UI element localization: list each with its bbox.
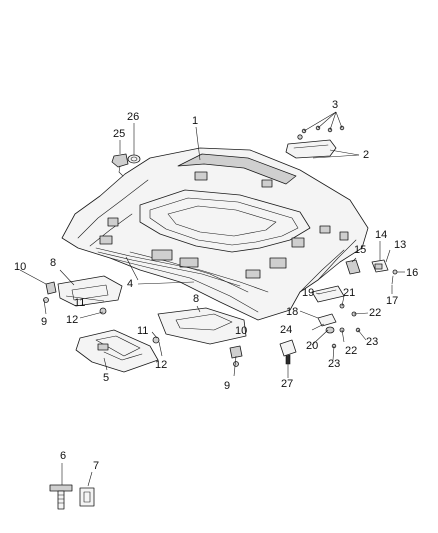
callout-10-left: 10 xyxy=(14,261,26,273)
sun-visor-left xyxy=(43,275,123,307)
clip-16 xyxy=(391,269,398,285)
screw-22 xyxy=(339,311,357,333)
callout-21: 21 xyxy=(343,287,355,299)
callout-19: 19 xyxy=(302,287,314,299)
callout-20: 20 xyxy=(306,340,318,352)
callout-7: 7 xyxy=(93,460,99,472)
rear-trim-bracket xyxy=(285,125,345,159)
callout-24: 24 xyxy=(280,324,292,336)
lamp-assembly xyxy=(311,285,345,303)
callout-11-right: 11 xyxy=(137,325,148,337)
callout-9-left: 9 xyxy=(41,316,47,328)
callout-13: 13 xyxy=(394,239,406,251)
callout-15: 15 xyxy=(354,244,366,256)
callout-10-right: 10 xyxy=(235,325,247,337)
callout-6: 6 xyxy=(60,450,66,462)
callout-14: 14 xyxy=(375,229,387,241)
callout-12-right: 12 xyxy=(155,359,167,371)
callout-labels: 1 2 3 4 5 6 7 8 8 9 9 10 10 11 11 12 12 … xyxy=(14,99,418,472)
callout-23-lower: 23 xyxy=(328,358,340,370)
callout-18: 18 xyxy=(286,306,298,318)
bolt xyxy=(49,484,73,510)
callout-8-right: 8 xyxy=(193,293,199,305)
callout-22-upper: 22 xyxy=(369,307,381,319)
overhead-console xyxy=(75,329,159,373)
visor-clip-right xyxy=(152,336,160,344)
callout-5: 5 xyxy=(103,372,109,384)
sun-visor-right xyxy=(157,307,247,367)
callout-11-left: 11 xyxy=(74,297,85,309)
callout-26: 26 xyxy=(127,111,139,123)
callout-2: 2 xyxy=(363,149,369,161)
callout-16: 16 xyxy=(406,267,418,279)
grab-handle-bracket xyxy=(345,259,361,275)
headliner-panel xyxy=(61,147,369,321)
visor-clip-left xyxy=(99,307,107,315)
callout-27: 27 xyxy=(281,378,293,390)
callout-12-left: 12 xyxy=(66,314,78,326)
bulb-socket xyxy=(325,326,335,334)
switch xyxy=(371,259,389,273)
harness-connector xyxy=(279,339,297,365)
u-nut xyxy=(79,487,95,507)
lamp-lens xyxy=(317,313,337,327)
callout-22-lower: 22 xyxy=(345,345,357,357)
callout-3: 3 xyxy=(332,99,338,111)
callout-4: 4 xyxy=(127,278,133,290)
callout-8-left: 8 xyxy=(50,257,56,269)
grommet xyxy=(127,154,141,164)
dome-light-connector xyxy=(111,153,129,177)
leader-lines xyxy=(19,111,405,487)
callout-23-upper: 23 xyxy=(366,336,378,348)
callout-25: 25 xyxy=(113,128,125,140)
callout-17: 17 xyxy=(386,295,398,307)
callout-1: 1 xyxy=(192,115,198,127)
callout-9-right: 9 xyxy=(224,380,230,392)
